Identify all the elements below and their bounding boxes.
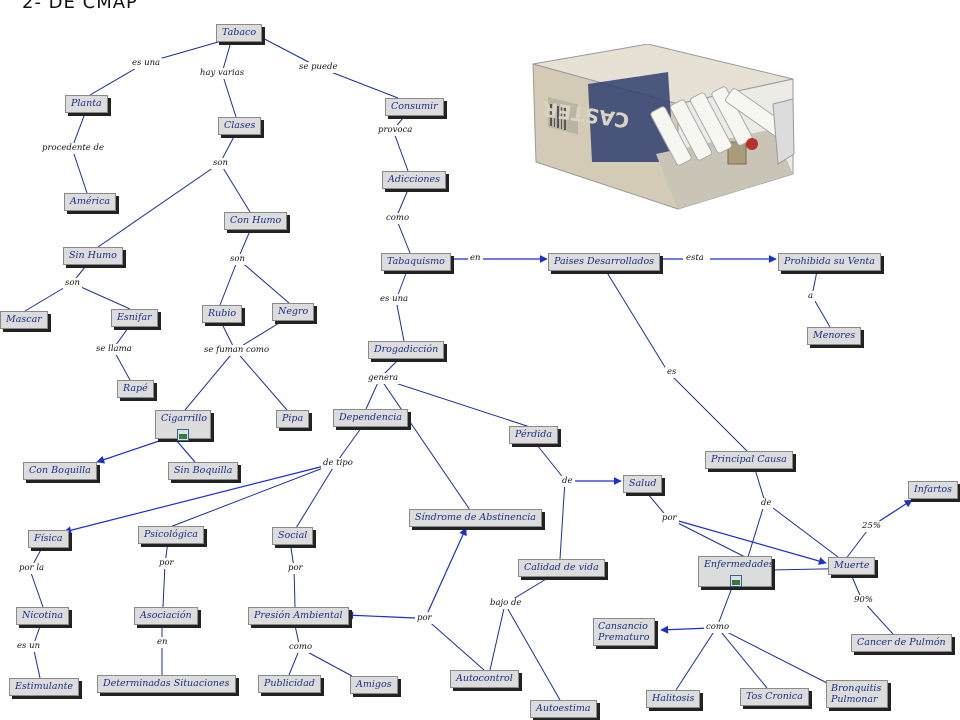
node-infartos[interactable]: Infartos: [908, 481, 959, 499]
link-label: provoca: [376, 125, 415, 136]
link-label: por: [157, 558, 176, 569]
node-cigarrillo-label: Cigarrillo: [161, 413, 207, 424]
link-label: de: [560, 476, 575, 487]
link-label: a: [806, 291, 816, 302]
node-halitosis[interactable]: Halitosis: [646, 690, 701, 708]
node-clases[interactable]: Clases: [218, 117, 262, 135]
link-label: procedente de: [40, 143, 106, 154]
node-paises-desarrollados[interactable]: Paises Desarrollados: [548, 253, 661, 271]
node-perdida[interactable]: Pérdida: [509, 426, 558, 444]
node-enfermedades-label: Enfermedades: [704, 559, 774, 570]
node-dependencia[interactable]: Dependencia: [333, 409, 408, 427]
link-label: hay varias: [198, 68, 247, 79]
link-label: en: [155, 637, 170, 648]
node-psicologica[interactable]: Psicológica: [138, 526, 204, 544]
node-sin-humo[interactable]: Sin Humo: [63, 247, 123, 265]
node-consumir[interactable]: Consumir: [385, 98, 444, 116]
link-label: como: [287, 642, 315, 653]
node-con-boquilla[interactable]: Con Boquilla: [23, 462, 97, 480]
node-cancer-de-pulmon[interactable]: Cancer de Pulmón: [851, 634, 952, 652]
node-pipa[interactable]: Pipa: [276, 410, 310, 428]
link-label: como: [384, 213, 412, 224]
node-sindrome-de-abstinencia[interactable]: Síndrome de Abstinencia: [409, 509, 542, 527]
link-label: bajo de: [488, 598, 524, 609]
link-label: en: [468, 253, 483, 264]
link-label: son: [228, 254, 247, 265]
node-nicotina[interactable]: Nicotina: [16, 607, 70, 625]
link-label: 90%: [852, 595, 875, 606]
link-label: es una: [130, 58, 163, 69]
link-label: de: [759, 498, 774, 509]
node-negro[interactable]: Negro: [272, 303, 315, 321]
node-planta[interactable]: Planta: [65, 95, 108, 113]
node-salud[interactable]: Salud: [623, 475, 663, 493]
node-cansancio-line1: Cansancio: [598, 621, 648, 632]
node-rape[interactable]: Rapé: [117, 380, 154, 398]
node-adicciones[interactable]: Adicciones: [382, 171, 446, 189]
link-label: esta: [684, 253, 706, 264]
node-bronquitis-pulmonar[interactable]: Bronquitis Pulmonar: [826, 680, 888, 708]
link-label: por: [286, 563, 305, 574]
node-america[interactable]: América: [64, 193, 117, 211]
node-muerte[interactable]: Muerte: [828, 557, 876, 575]
node-tos-cronica[interactable]: Tos Cronica: [740, 688, 809, 706]
node-mascar[interactable]: Mascar: [0, 311, 48, 329]
node-principal-causa[interactable]: Principal Causa: [705, 451, 793, 469]
link-label: son: [63, 278, 82, 289]
link-label: de tipo: [321, 458, 355, 469]
link-label: es: [665, 367, 679, 378]
link-label: por la: [17, 563, 47, 574]
link-label: 25%: [860, 521, 883, 532]
link-label: se puede: [297, 62, 340, 73]
node-estimulante[interactable]: Estimulante: [9, 678, 80, 696]
image-attachment-icon[interactable]: [730, 575, 742, 587]
link-label: es una: [378, 294, 411, 305]
link-label: como: [704, 622, 732, 633]
node-autocontrol[interactable]: Autocontrol: [450, 670, 519, 688]
node-tabaquismo[interactable]: Tabaquismo: [381, 253, 451, 271]
image-attachment-icon[interactable]: [177, 429, 189, 441]
page-title: 2- DE CMAP: [22, 0, 138, 13]
link-label: genera: [366, 373, 401, 384]
node-menores[interactable]: Menores: [807, 327, 862, 345]
link-label: se llama: [94, 344, 134, 355]
node-prohibida-su-venta[interactable]: Prohibida su Venta: [778, 253, 881, 271]
node-amigos[interactable]: Amigos: [350, 676, 398, 694]
node-esnifar[interactable]: Esnifar: [111, 309, 158, 327]
node-cansancio-prematuro[interactable]: Cansancio Prematuro: [593, 618, 655, 646]
node-fisica[interactable]: Física: [28, 530, 69, 548]
link-label: se fuman como: [202, 345, 272, 356]
node-presion-ambiental[interactable]: Presión Ambiental: [248, 607, 349, 625]
node-sin-boquilla[interactable]: Sin Boquilla: [168, 462, 239, 480]
node-determinadas-situaciones[interactable]: Determinadas Situaciones: [97, 675, 236, 693]
node-bronquitis-line1: Bronquitis: [831, 683, 882, 694]
node-drogadiccion[interactable]: Drogadicción: [368, 341, 445, 359]
node-con-humo[interactable]: Con Humo: [224, 212, 288, 230]
node-cansancio-line2: Prematuro: [598, 632, 650, 643]
cigarette-pack-image: CASTER: [532, 44, 795, 210]
node-autoestima[interactable]: Autoestima: [530, 700, 597, 718]
node-cigarrillo[interactable]: Cigarrillo: [155, 410, 211, 439]
node-rubio[interactable]: Rubio: [202, 305, 243, 323]
link-label: son: [211, 158, 230, 169]
link-label: es un: [15, 641, 43, 652]
node-publicidad[interactable]: Publicidad: [258, 675, 321, 693]
node-asociacion[interactable]: Asociación: [134, 607, 198, 625]
link-label: por: [660, 513, 679, 524]
node-bronquitis-line2: Pulmonar: [831, 694, 878, 705]
node-tabaco[interactable]: Tabaco: [216, 24, 263, 42]
node-social[interactable]: Social: [272, 527, 314, 545]
link-label: por: [415, 613, 434, 624]
node-calidad-de-vida[interactable]: Calidad de vida: [518, 559, 605, 577]
